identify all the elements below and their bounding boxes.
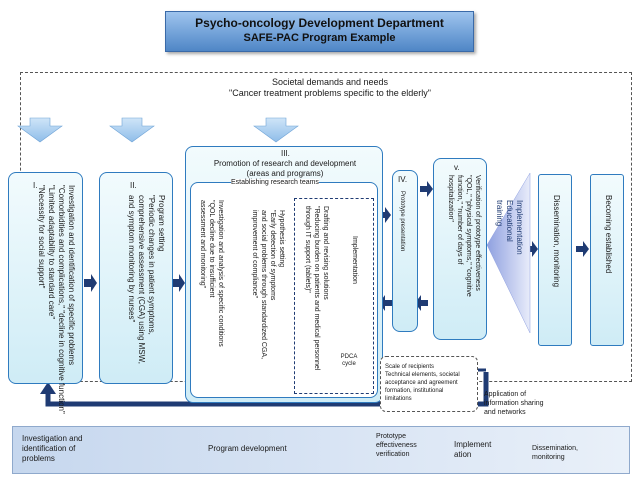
down-arrow-3 [253,117,299,143]
right-arrow-7 [525,241,538,257]
stage-5-text: Verification of prototype effectiveness … [447,175,481,297]
stage-1-box: I. Investigation and identification of s… [8,172,83,414]
established-box: Becoming established [590,174,624,346]
left-arrow-4 [415,295,428,311]
feedback-loop [45,372,489,407]
page-title: Psycho-oncology Development Department S… [165,11,474,52]
down-arrow-1 [17,117,63,143]
stage-4-box: IV. Prototype presentation [392,170,418,332]
solutions-dashed-box [294,198,374,394]
stage-5-box: v. Verification of prototype effectivene… [433,158,487,340]
phase-program-development: Program development [208,444,287,453]
stage-1-numeral: I. [33,181,38,190]
feedback-arrowhead [40,382,56,394]
hypothesis-setting-text: Hypothesis setting "Early detection of s… [251,210,285,360]
implementation-training-text: Implementation Educational training [495,200,524,255]
right-arrow-5 [420,181,433,197]
phase-implementation: Implement ation [454,440,492,459]
right-arrow-8 [576,241,589,257]
right-arrow-2 [172,274,185,292]
research-teams-box: Establishing research teams [190,179,378,398]
scale-of-recipients-box: Scale of recipients Technical elements, … [380,356,478,412]
drafting-solutions-text: Drafting and revising solutions "Reducin… [304,206,329,370]
societal-line-2: "Cancer treatment problems specific to t… [229,88,431,98]
right-arrow-1 [84,274,97,292]
stage-1-text: Investigation and identification of spec… [37,185,76,414]
stage-4-text: Prototype presentation [399,191,405,252]
phase-dissemination: Dissemination, monitoring [532,445,578,461]
investigation-analysis-text: Investigation and analysis of specific c… [199,200,224,347]
bottom-phase-bar [12,426,630,474]
dissemination-text: Dissemination, monitoring [552,195,561,288]
stage-2-numeral: II. [130,181,137,190]
stage-3-numeral: III. [281,149,290,158]
application-info-text: Application of information sharing and n… [484,391,544,416]
implementation-text: Implementation [351,236,358,284]
stage-5-numeral: v. [454,163,460,172]
stage-3-heading: Promotion of research and development (a… [213,159,357,178]
title-line-2: SAFE-PAC Program Example [243,32,396,44]
down-arrow-2 [109,117,155,143]
title-line-1: Psycho-oncology Development Department [195,16,444,30]
scale-of-recipients-text: Scale of recipients Technical elements, … [385,364,460,402]
societal-line-1: Societal demands and needs [271,77,389,87]
societal-needs-label: Societal demands and needs "Cancer treat… [150,77,510,99]
phase-investigation: Investigation and identification of prob… [22,434,83,463]
established-text: Becoming established [604,195,613,274]
phase-prototype-verification: Prototype effectiveness verification [376,433,417,458]
implementation-triangle [486,172,531,334]
pdca-label: PDCA cycle [340,354,358,367]
stage-2-box: II. Program setting "Periodic changes in… [99,172,173,384]
right-arrow-3 [378,207,391,223]
stage-2-text: Program setting "Periodic changes in pat… [127,195,166,364]
research-teams-label: Establishing research teams [231,179,319,186]
dissemination-box: Dissemination, monitoring [538,174,572,346]
stage-4-numeral: IV. [398,175,408,184]
